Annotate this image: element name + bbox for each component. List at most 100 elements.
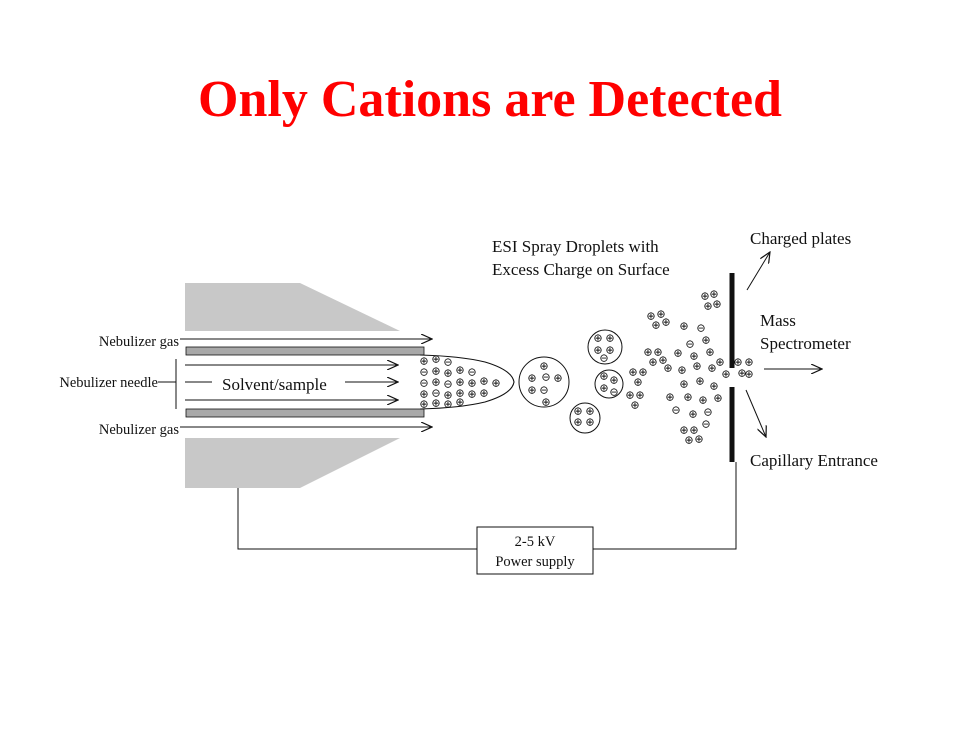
cation-symbol: ⊕ (419, 398, 428, 411)
needle-wall-top (185, 346, 425, 356)
cation-symbol: ⊕ (609, 374, 618, 387)
cation-symbol: ⊕ (605, 344, 614, 357)
cation-symbol: ⊕ (713, 392, 722, 405)
label-power-line1: 2-5 kV (515, 534, 556, 550)
cation-symbol: ⊕ (638, 366, 647, 379)
anion-symbol: ⊖ (703, 406, 712, 419)
cation-symbol: ⊕ (419, 355, 428, 368)
cation-symbol: ⊕ (479, 387, 488, 400)
cation-symbol: ⊕ (653, 346, 662, 359)
cation-symbol: ⊕ (665, 391, 674, 404)
cation-symbol: ⊕ (455, 387, 464, 400)
droplet-medium-2 (594, 369, 624, 399)
label-mass-line2: Spectrometer (760, 334, 851, 353)
cation-symbol: ⊕ (733, 356, 742, 369)
cation-symbol: ⊕ (684, 434, 693, 447)
cation-symbol: ⊕ (679, 424, 688, 437)
arrow-charged-plates (746, 252, 770, 291)
label-solvent-sample: Solvent/sample (222, 375, 327, 394)
cation-symbol: ⊕ (573, 405, 582, 418)
cation-symbol: ⊕ (527, 384, 536, 397)
cation-symbol: ⊕ (455, 396, 464, 409)
cation-symbol: ⊕ (673, 347, 682, 360)
cation-symbol: ⊕ (479, 375, 488, 388)
cation-symbol: ⊕ (648, 356, 657, 369)
arrow-capillary (745, 389, 766, 437)
housing-top (185, 283, 400, 331)
cation-symbol: ⊕ (467, 377, 476, 390)
cation-symbol: ⊕ (443, 367, 452, 380)
cation-symbol: ⊕ (553, 372, 562, 385)
needle-wall-bottom (185, 408, 425, 418)
cation-symbol: ⊕ (689, 350, 698, 363)
label-nebulizer-gas-bottom: Nebulizer gas (99, 422, 179, 438)
cation-symbol: ⊕ (539, 360, 548, 373)
droplet-medium-3 (569, 402, 601, 434)
cation-symbol: ⊕ (646, 310, 655, 323)
cation-symbol: ⊕ (744, 356, 753, 369)
cation-symbol: ⊕ (630, 399, 639, 412)
cation-symbol: ⊕ (663, 362, 672, 375)
cation-symbol: ⊕ (431, 365, 440, 378)
label-esi-line1: ESI Spray Droplets with (492, 237, 659, 256)
cation-symbol: ⊕ (695, 375, 704, 388)
cation-symbol: ⊕ (709, 288, 718, 301)
label-mass-line1: Mass (760, 311, 796, 330)
cation-symbol: ⊕ (709, 380, 718, 393)
anion-symbol: ⊖ (467, 366, 476, 379)
cation-symbol: ⊕ (707, 362, 716, 375)
cation-symbol: ⊕ (628, 366, 637, 379)
cation-symbol: ⊕ (541, 396, 550, 409)
cation-symbol: ⊕ (443, 398, 452, 411)
cation-symbol: ⊕ (694, 433, 703, 446)
label-charged-plates: Charged plates (750, 229, 851, 248)
cation-symbol: ⊕ (698, 394, 707, 407)
needle-bracket (170, 359, 177, 409)
cation-symbol: ⊕ (593, 344, 602, 357)
cation-symbol: ⊕ (635, 389, 644, 402)
cation-symbol: ⊕ (679, 320, 688, 333)
cation-symbol: ⊕ (679, 378, 688, 391)
cation-symbol: ⊕ (455, 376, 464, 389)
anion-symbol: ⊖ (419, 366, 428, 379)
anion-symbol: ⊖ (541, 371, 550, 384)
cation-symbol: ⊕ (585, 405, 594, 418)
cation-symbol: ⊕ (737, 367, 746, 380)
cation-symbol: ⊕ (625, 389, 634, 402)
cation-symbol: ⊕ (700, 290, 709, 303)
cation-symbol: ⊕ (419, 388, 428, 401)
cation-symbol: ⊕ (599, 370, 608, 383)
cation-symbol: ⊕ (467, 388, 476, 401)
ion-glyphs: ⊕⊕⊖⊖⊕⊕⊕⊖⊖⊕⊖⊕⊕⊕⊕⊕⊖⊕⊕⊕⊕⊕⊕⊕⊕⊕⊕⊖⊕⊖⊕⊕⊕⊕⊕⊕⊖⊕⊕⊕… (419, 288, 753, 447)
cation-symbol: ⊕ (455, 364, 464, 377)
cation-symbol: ⊕ (689, 424, 698, 437)
anion-symbol: ⊖ (696, 322, 705, 335)
cation-symbol: ⊕ (688, 408, 697, 421)
label-power-line2: Power supply (495, 554, 575, 570)
droplet-large (518, 356, 570, 408)
cation-symbol: ⊕ (633, 376, 642, 389)
cation-symbol: ⊕ (585, 416, 594, 429)
anion-symbol: ⊖ (443, 378, 452, 391)
cation-symbol: ⊕ (683, 391, 692, 404)
power-supply-box (476, 526, 594, 575)
housing-bottom (185, 438, 400, 488)
cation-symbol: ⊕ (431, 397, 440, 410)
cation-symbol: ⊕ (658, 354, 667, 367)
label-capillary-entrance: Capillary Entrance (750, 451, 878, 470)
cation-symbol: ⊕ (599, 382, 608, 395)
anion-symbol: ⊖ (701, 418, 710, 431)
cation-symbol: ⊕ (491, 377, 500, 390)
cation-symbol: ⊕ (661, 316, 670, 329)
cation-symbol: ⊕ (712, 298, 721, 311)
cation-symbol: ⊕ (715, 356, 724, 369)
cation-symbol: ⊕ (431, 376, 440, 389)
anion-symbol: ⊖ (599, 352, 608, 365)
anion-symbol: ⊖ (685, 338, 694, 351)
cation-symbol: ⊕ (431, 353, 440, 366)
cation-symbol: ⊕ (692, 360, 701, 373)
anion-symbol: ⊖ (539, 384, 548, 397)
anion-symbol: ⊖ (609, 386, 618, 399)
